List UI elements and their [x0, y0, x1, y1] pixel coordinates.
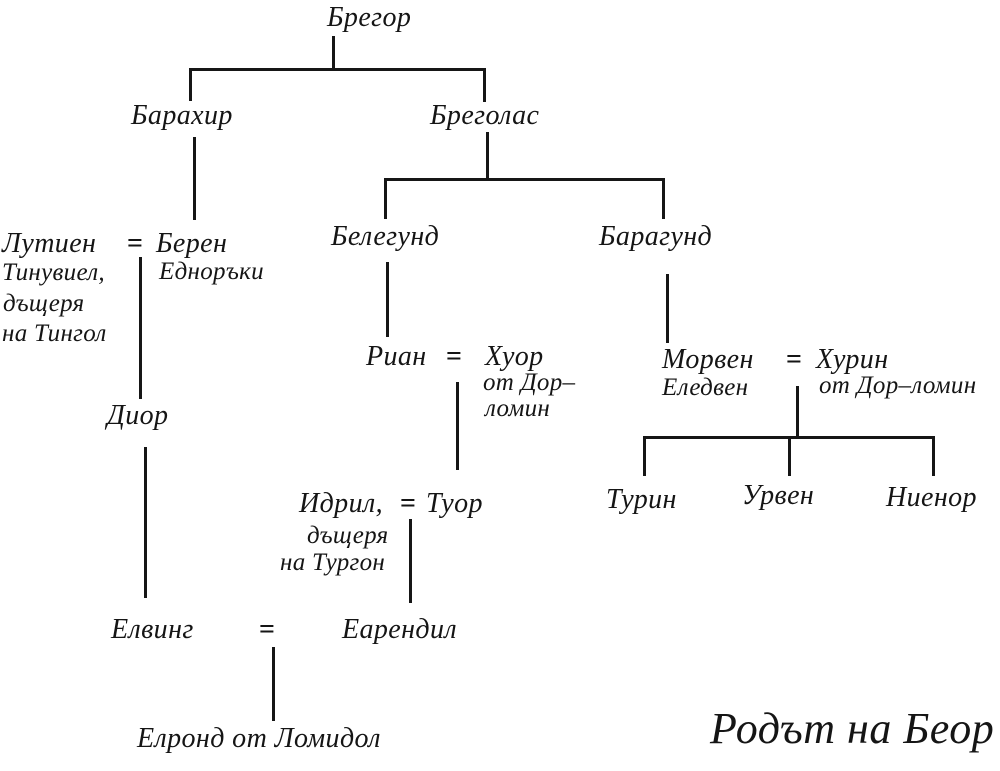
person-tuor: Туор — [426, 488, 483, 519]
page-title: Родът на Беор — [710, 704, 995, 753]
person-bregor: Брегор — [327, 2, 412, 33]
person-elrond: Елронд от Ломидол — [137, 723, 381, 754]
person-idril-note-1: дъщеря — [307, 522, 389, 549]
connector-gen1-left-drop — [189, 68, 192, 101]
connector-bregor-down — [332, 36, 335, 70]
person-idril-note-2: на Тургон — [280, 549, 386, 576]
connector-morwen-hurin-down — [796, 386, 799, 438]
person-belegund: Белегунд — [331, 221, 440, 252]
connector-beren-dior — [139, 257, 142, 399]
person-luthien-note-1: Тинувиел, — [2, 259, 105, 286]
connector-gen3-right-drop — [932, 436, 935, 476]
person-huor-note-2: ломин — [485, 395, 551, 422]
person-luthien-note-2: дъщеря — [3, 290, 85, 317]
connector-gen2-left-drop — [384, 178, 387, 219]
connector-rian-huor-down — [456, 382, 459, 470]
marriage-sign-beren: = — [127, 228, 143, 259]
connector-bregolas-down — [486, 132, 489, 180]
connector-belegund-down — [386, 262, 389, 337]
marriage-sign-hurin: = — [786, 344, 802, 375]
person-turin: Турин — [606, 484, 677, 515]
person-urwen: Урвен — [742, 480, 815, 511]
person-beren: Берен — [156, 228, 228, 259]
connector-gen2-horizontal — [384, 178, 665, 181]
person-morwen: Морвен — [662, 344, 754, 375]
connector-barahir-down — [193, 137, 196, 220]
connector-baragund-down — [666, 274, 669, 343]
connector-gen1-horizontal — [189, 68, 486, 71]
connector-tuor-earendil — [409, 519, 412, 603]
marriage-sign-tuor: = — [400, 488, 416, 519]
connector-gen1-right-drop — [483, 68, 486, 102]
person-luthien-note-3: на Тингол — [2, 320, 107, 347]
person-huor-note-1: от Дор– — [483, 369, 576, 396]
person-huor: Хуор — [485, 341, 544, 372]
person-earendil: Еарендил — [342, 614, 457, 645]
person-baragund: Барагунд — [599, 221, 713, 252]
person-beren-note: Едноръки — [159, 258, 264, 285]
person-idril: Идрил, — [299, 488, 383, 519]
person-hurin: Хурин — [816, 344, 889, 375]
person-hurin-note: от Дор–ломин — [819, 372, 977, 399]
connector-gen3-left-drop — [643, 436, 646, 476]
person-morwen-note: Еледвен — [662, 374, 749, 401]
connector-gen3-mid-drop — [788, 436, 791, 476]
person-bregolas: Бреголас — [430, 100, 540, 131]
connector-gen2-right-drop — [662, 178, 665, 219]
person-dior: Диор — [107, 400, 169, 431]
person-nienor: Ниенор — [886, 482, 977, 513]
person-barahir: Барахир — [131, 100, 233, 131]
person-elwing: Елвинг — [111, 614, 194, 645]
marriage-sign-huor: = — [446, 341, 462, 372]
person-luthien: Лутиен — [2, 228, 97, 259]
person-rian: Риан — [366, 341, 427, 372]
connector-elwing-elrond — [272, 647, 275, 721]
marriage-sign-earendil: = — [259, 614, 275, 645]
connector-dior-elwing — [144, 447, 147, 598]
